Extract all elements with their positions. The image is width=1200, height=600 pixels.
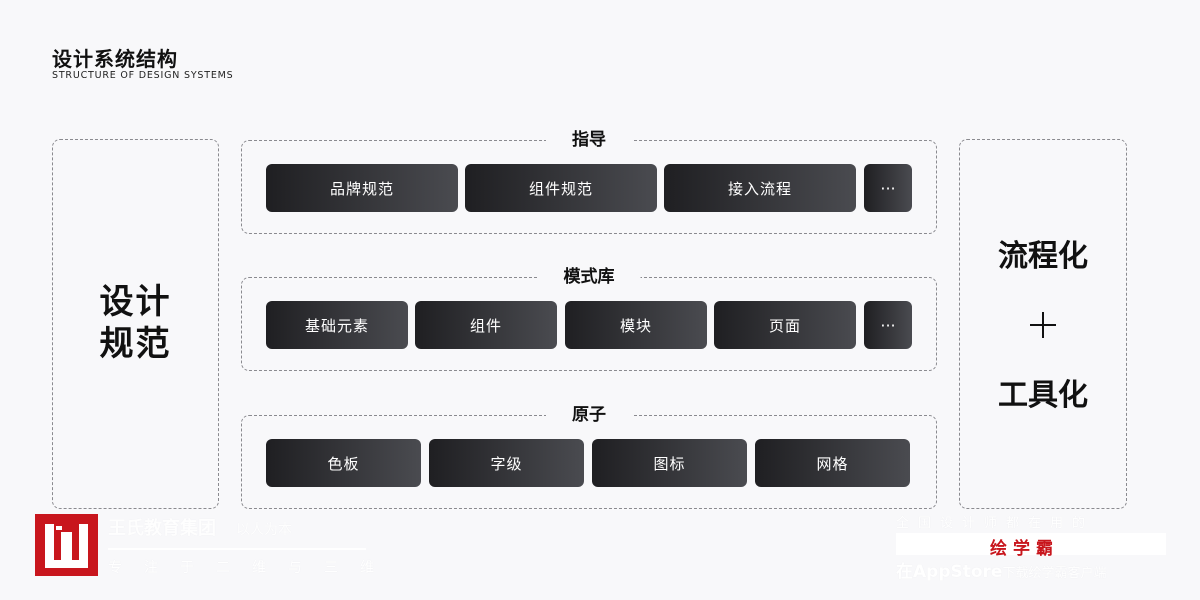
more-icon: ··· [864, 301, 912, 349]
page-title: 设计系统结构 [52, 47, 178, 71]
pill-components: 组件 [415, 301, 557, 349]
section-pattern-library: 模式库 基础元素 组件 模块 页面 ··· [241, 267, 937, 371]
right-panel-top: 流程化 [998, 239, 1088, 274]
section-pattern-library-label: 模式库 [537, 267, 641, 287]
left-panel-line1: 设计 [99, 282, 172, 322]
watermark-right-line1: 全国设计师都在用的 [896, 516, 1095, 531]
pill-brand-spec: 品牌规范 [266, 164, 458, 212]
page-subtitle: STRUCTURE OF DESIGN SYSTEMS [52, 70, 234, 81]
watermark-org-name: 王氏教育集团 [108, 518, 216, 539]
watermark-download: 下载绘学霸客户端 [1002, 566, 1107, 581]
watermark-divider [108, 548, 366, 550]
right-panel-bottom: 工具化 [998, 378, 1088, 413]
watermark-org: 王氏教育集团 以人为本 [108, 514, 292, 540]
pill-modules: 模块 [565, 301, 707, 349]
watermark-slogan: 以人为本 [236, 522, 292, 538]
watermark-bar [896, 533, 1166, 555]
section-atoms-label: 原子 [546, 405, 632, 425]
pill-component-spec: 组件规范 [465, 164, 657, 212]
left-panel-line2: 规范 [99, 324, 172, 364]
pill-color-palette: 色板 [266, 439, 421, 487]
watermark-appstore: 在AppStore [896, 562, 1003, 582]
section-guidance-label: 指导 [546, 130, 632, 150]
pill-pages: 页面 [714, 301, 856, 349]
watermark-right-line2: 在AppStore下载绘学霸客户端 [896, 557, 1106, 582]
brand-logo [35, 514, 98, 576]
right-panel: 流程化 工具化 [959, 139, 1127, 509]
section-guidance: 指导 品牌规范 组件规范 接入流程 ··· [241, 130, 937, 234]
left-panel: 设计 规范 [52, 139, 219, 509]
pill-onboarding-process: 接入流程 [664, 164, 856, 212]
pill-basic-elements: 基础元素 [266, 301, 408, 349]
pill-grid: 网格 [755, 439, 910, 487]
pill-type-scale: 字级 [429, 439, 584, 487]
watermark-brand: 绘学霸 [990, 539, 1059, 559]
pill-icons: 图标 [592, 439, 747, 487]
section-atoms: 原子 色板 字级 图标 网格 [241, 405, 937, 509]
watermark-motto: 专注于二维与三维 [108, 560, 396, 576]
plus-icon [1030, 312, 1056, 338]
more-icon: ··· [864, 164, 912, 212]
